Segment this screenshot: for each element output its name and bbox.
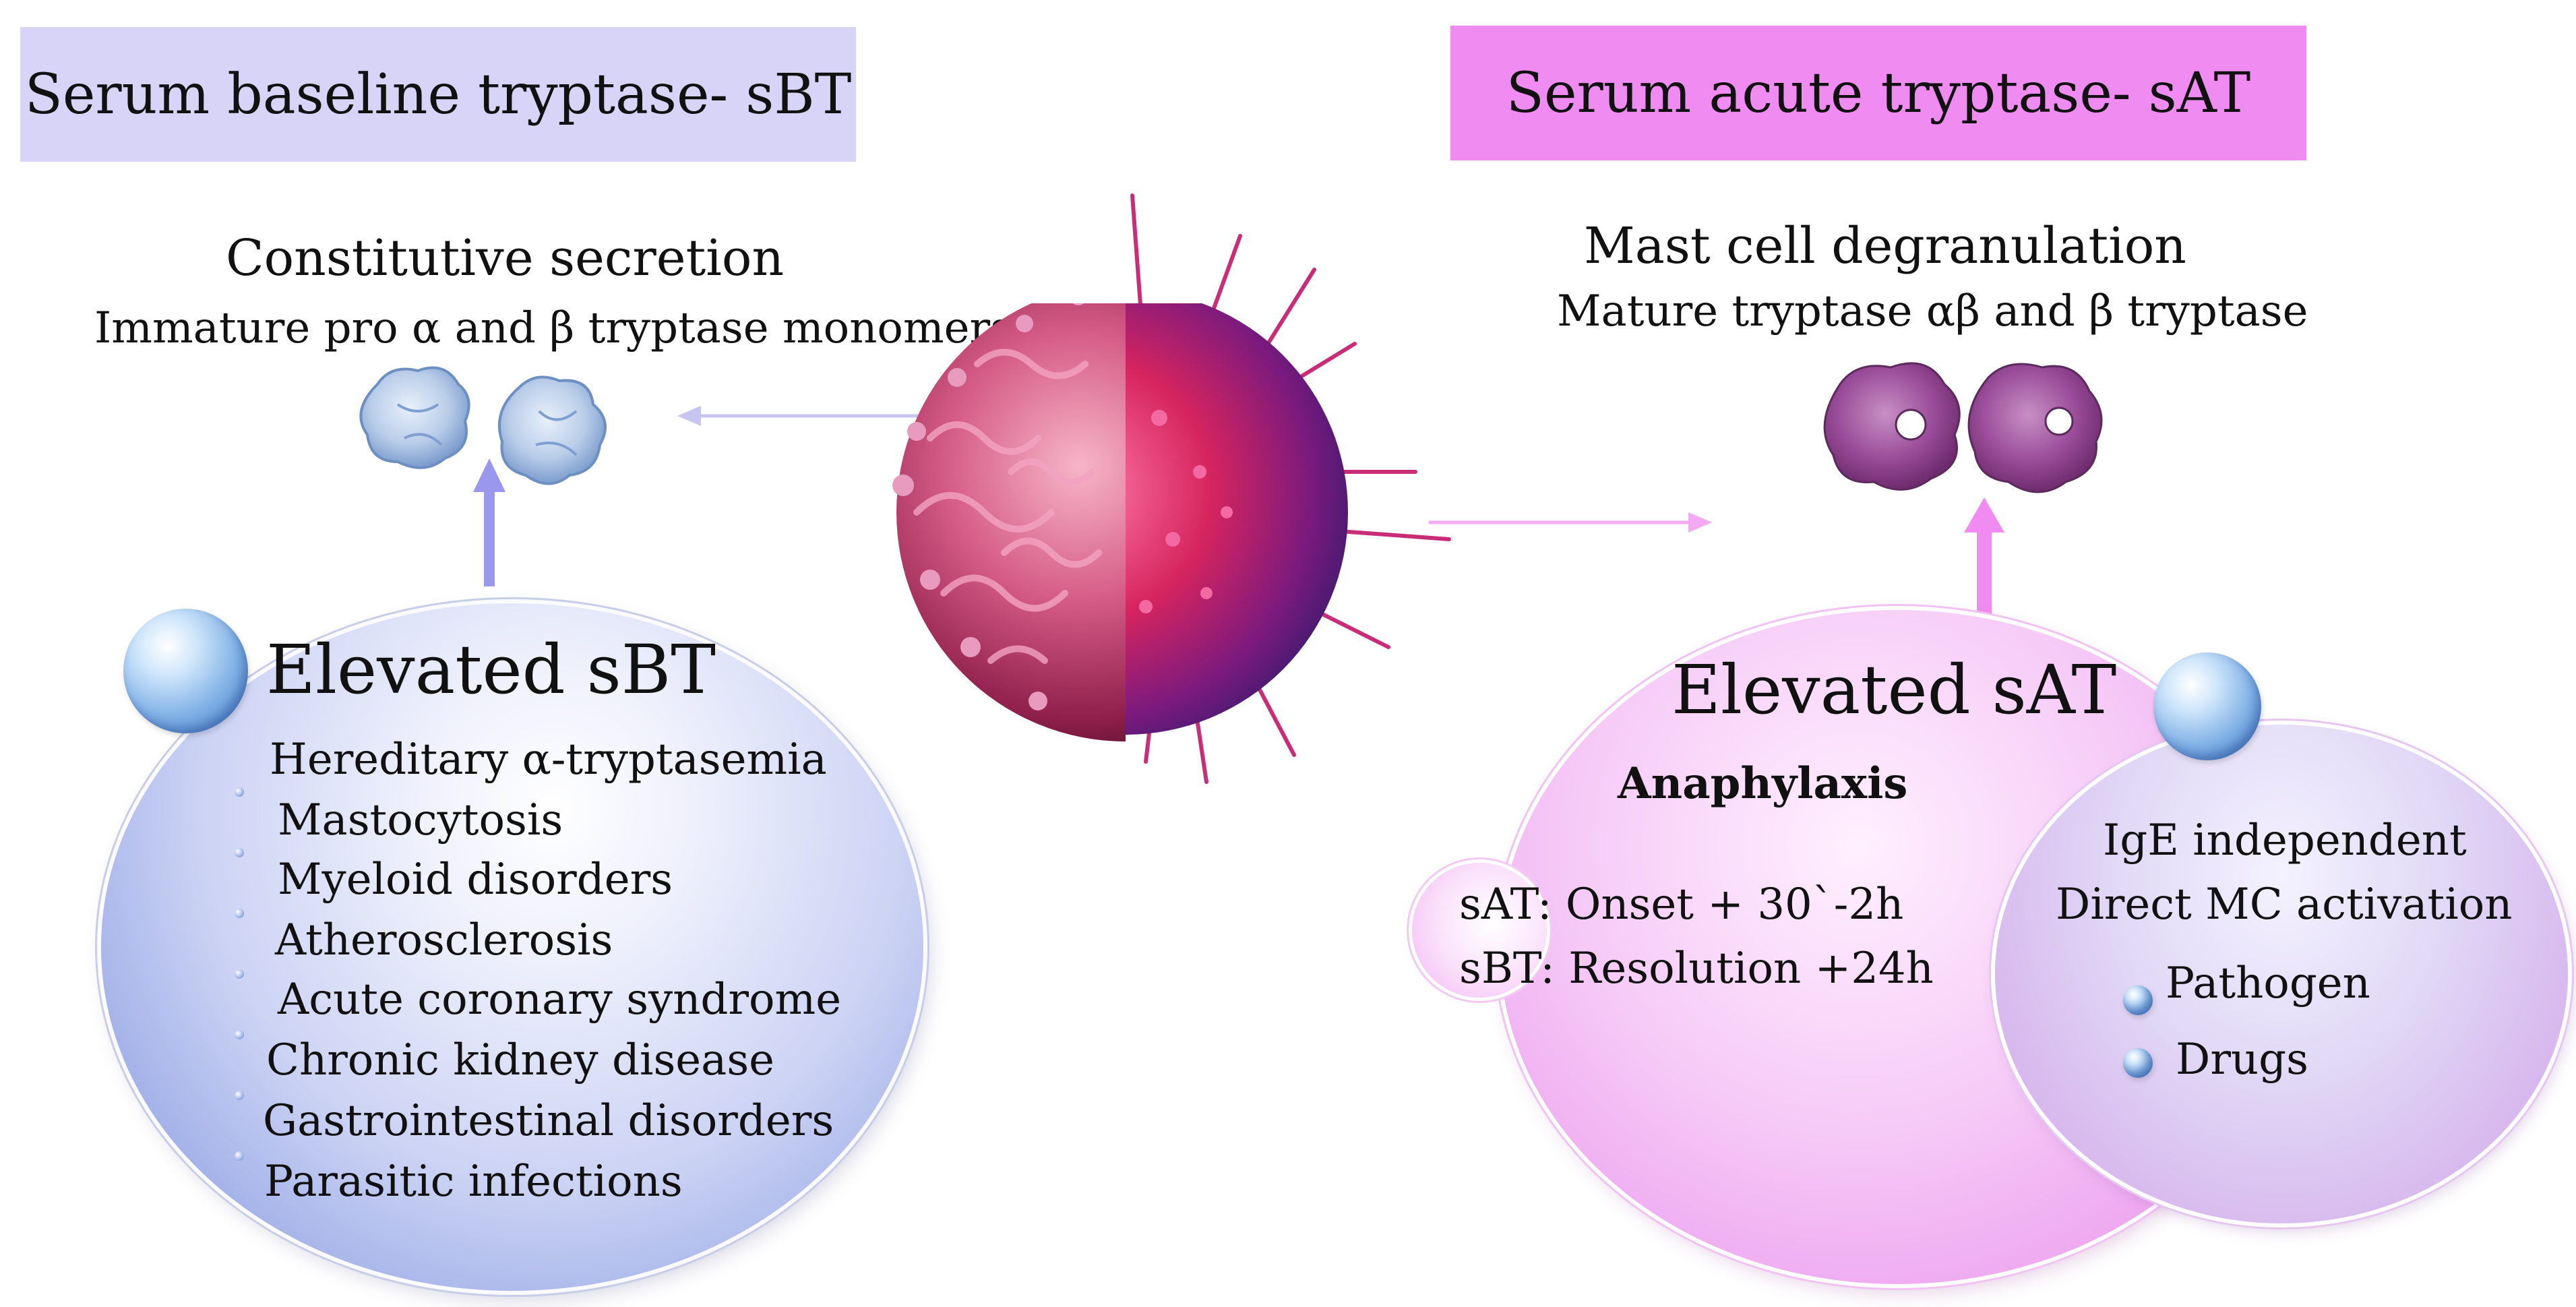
- arrow-to-mature: [1429, 512, 1712, 533]
- pathogen-item: Pathogen: [2166, 959, 2370, 1008]
- sbt-header: Serum baseline tryptase- sBT: [20, 27, 856, 162]
- mast-cell-image: [892, 193, 1451, 784]
- immature-monomers-label: Immature pro α and β tryptase monomers: [94, 303, 1012, 353]
- immature-monomer-molecules: [359, 366, 607, 485]
- bullet-dot: [235, 787, 244, 797]
- bullet-dot: [235, 1151, 244, 1161]
- sat-timing: sAT: Onset + 30`-2h: [1459, 880, 1904, 930]
- condition-item: Parasitic infections: [264, 1157, 683, 1207]
- bullet-orb: [2123, 985, 2153, 1015]
- orb-decoration-right: [2153, 652, 2261, 760]
- ige-independent-bubble: [1995, 725, 2568, 1223]
- condition-item: Chronic kidney disease: [266, 1035, 775, 1085]
- direct-mc-activation-title: Direct MC activation: [2056, 880, 2513, 930]
- bullet-dot: [235, 969, 244, 979]
- anaphylaxis-label: Anaphylaxis: [1618, 758, 1908, 809]
- condition-item: Mastocytosis: [278, 795, 563, 845]
- arrow-sbt-up: [473, 458, 505, 586]
- constitutive-secretion-label: Constitutive secretion: [226, 229, 785, 287]
- condition-item: Hereditary α-tryptasemia: [270, 735, 827, 785]
- condition-item: Atherosclerosis: [275, 915, 613, 965]
- sat-header: Serum acute tryptase- sAT: [1450, 26, 2306, 160]
- drugs-item: Drugs: [2176, 1035, 2308, 1085]
- bullet-dot: [235, 1091, 244, 1100]
- arrow-sat-up: [1964, 497, 2004, 621]
- bullet-dot: [235, 909, 244, 918]
- elevated-sat-title: Elevated sAT: [1672, 650, 2117, 729]
- bullet-dot: [235, 1030, 244, 1039]
- degranulation-label: Mast cell degranulation: [1584, 217, 2186, 275]
- bullet-orb: [2123, 1048, 2153, 1078]
- orb-decoration-left: [123, 609, 248, 733]
- condition-item: Gastrointestinal disorders: [263, 1096, 834, 1146]
- sbt-timing: sBT: Resolution +24h: [1459, 944, 1934, 994]
- arrow-to-monomers: [677, 406, 957, 426]
- small-pink-bubble: [1412, 863, 1547, 998]
- condition-item: Acute coronary syndrome: [278, 975, 842, 1025]
- condition-item: Myeloid disorders: [278, 855, 673, 905]
- elevated-sbt-title: Elevated sBT: [266, 630, 716, 709]
- elevated-sbt-bubble: [101, 603, 923, 1291]
- bullet-dot: [235, 848, 244, 857]
- mature-tryptase-label: Mature tryptase αβ and β tryptase: [1557, 286, 2308, 336]
- mature-tryptase-molecules: [1823, 362, 2103, 493]
- ige-independent-title: IgE independent: [2103, 816, 2467, 865]
